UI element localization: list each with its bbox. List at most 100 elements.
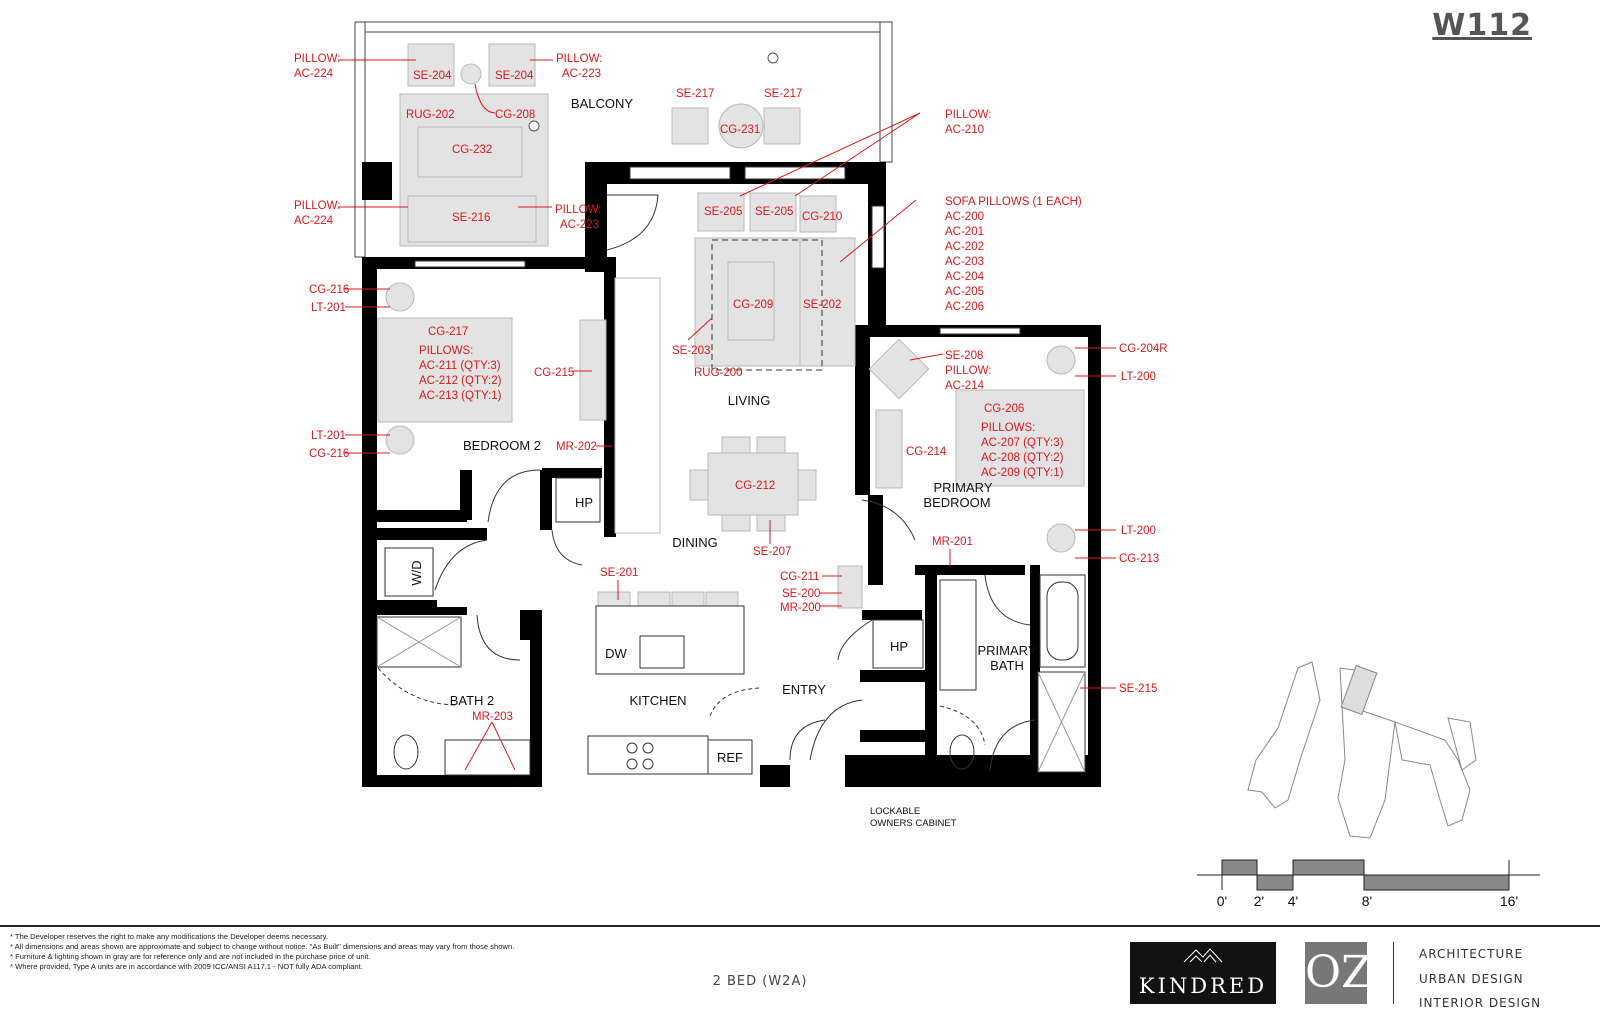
footer-divider [0, 925, 1600, 927]
tag-se203: SE-203 [672, 345, 710, 357]
room-primary-bath-label-2: BATH [990, 658, 1024, 673]
walls [362, 162, 1101, 787]
tag-lt200-b: LT-200 [1121, 525, 1156, 537]
dishwasher-label: DW [605, 646, 627, 661]
tag-sofa-pillows-3: AC-202 [945, 241, 984, 253]
scale-label-4: 16' [1500, 893, 1518, 909]
tag-se200: SE-200 [782, 588, 820, 600]
washer-dryer-label: W/D [409, 560, 424, 585]
tag-cg211: CG-211 [780, 571, 819, 583]
disclaimer-line: * The Developer reserves the right to ma… [10, 932, 328, 941]
tag-mr202: MR-202 [556, 441, 597, 453]
tag-sofa-pillows-2: AC-201 [945, 226, 984, 238]
tag-bed2-pillows-2: AC-212 (QTY:2) [419, 375, 502, 387]
tag-sofa-pillows-5: AC-204 [945, 271, 985, 283]
tag-cg212: CG-212 [735, 480, 775, 492]
doors [377, 194, 1036, 771]
disclaimer-line: * Furniture & lighting shown in gray are… [10, 952, 371, 961]
heat-pump-label-2: HP [890, 639, 908, 654]
tag-primary-pillows-1: AC-207 (QTY:3) [981, 437, 1064, 449]
scale-bar: 0' 2' 4' 8' 16' [1197, 859, 1540, 909]
tag-bed2-pillows-0: PILLOWS: [419, 345, 473, 357]
tag-primary-pillows-2: AC-208 (QTY:2) [981, 452, 1064, 464]
tag-pillow-ac214-2: AC-214 [945, 380, 985, 392]
heat-pump-label: HP [575, 495, 593, 510]
mountain-icon [1183, 948, 1223, 963]
tag-cg232: CG-232 [452, 144, 492, 156]
tag-se204-b: SE-204 [495, 70, 534, 82]
tag-rug200: RUG-200 [694, 367, 743, 379]
room-labels: BALCONY BEDROOM 2 LIVING DINING KITCHEN … [450, 96, 1037, 708]
tag-se216: SE-216 [452, 212, 490, 224]
room-dining-label: DINING [672, 535, 718, 550]
tag-se205-b: SE-205 [755, 206, 793, 218]
tag-mr201: MR-201 [932, 536, 973, 548]
tag-bed2-pillows-3: AC-213 (QTY:1) [419, 390, 502, 402]
tag-se205-a: SE-205 [704, 206, 742, 218]
fixture-labels: W/D HP HP DW REF [409, 495, 908, 775]
tag-sofa-pillows-1: AC-200 [945, 211, 984, 223]
tag-pillow-ac224-a-2: AC-224 [294, 68, 334, 80]
tag-sofa-pillows-7: AC-206 [945, 301, 984, 313]
firm-service-item: URBAN DESIGN [1419, 971, 1524, 986]
tag-pillow-ac223-a-2: AC-223 [562, 68, 601, 80]
scale-label-2: 4' [1288, 893, 1298, 909]
firm-service-item: ARCHITECTURE [1419, 947, 1524, 961]
room-kitchen-label: KITCHEN [629, 693, 686, 708]
tag-pillow-ac224-b-2: AC-224 [294, 215, 334, 227]
tag-pillow-ac224-b-1: PILLOW: [294, 200, 340, 212]
tag-cg209: CG-209 [733, 299, 773, 311]
tag-sofa-pillows-0: SOFA PILLOWS (1 EACH) [945, 196, 1082, 208]
cabinet-note-line-1: LOCKABLE [870, 806, 920, 817]
floor-plan: BALCONY BEDROOM 2 LIVING DINING KITCHEN … [294, 21, 1540, 909]
unit-type-label: 2 BED (W2A) [712, 974, 808, 989]
disclaimer-line: * Where provided, Type A units are in ac… [10, 962, 363, 971]
tag-sofa-pillows-4: AC-203 [945, 256, 984, 268]
tag-se208: SE-208 [945, 350, 983, 362]
tag-pillow-ac223-b-2: AC-223 [560, 219, 599, 231]
tag-lt200-a: LT-200 [1121, 371, 1156, 383]
room-living-label: LIVING [728, 393, 771, 408]
tag-lt201-b: LT-201 [311, 430, 346, 442]
tag-cg210: CG-210 [802, 211, 842, 223]
kindred-logo-text: KINDRED [1138, 974, 1268, 998]
finish-tags: PILLOW: AC-224 PILLOW: AC-223 SE-204 SE-… [294, 53, 1168, 771]
kindred-logo: KINDRED [1130, 942, 1276, 1004]
firm-services: ARCHITECTURE URBAN DESIGN INTERIOR DESIG… [1419, 942, 1541, 1016]
key-plan [1247, 661, 1477, 839]
tag-cg215: CG-215 [534, 367, 574, 379]
tag-primary-pillows-0: PILLOWS: [981, 422, 1035, 434]
disclaimer-notes: * The Developer reserves the right to ma… [10, 932, 514, 972]
tag-mr200: MR-200 [780, 602, 821, 614]
tag-se217-b: SE-217 [764, 88, 802, 100]
firm-service-item: INTERIOR DESIGN [1419, 996, 1542, 1010]
cabinet-note: LOCKABLE OWNERS CABINET [870, 806, 957, 829]
tag-cg231: CG-231 [720, 124, 760, 136]
tag-se201: SE-201 [600, 567, 638, 579]
tag-cg206: CG-206 [984, 403, 1024, 415]
tag-se202: SE-202 [803, 299, 841, 311]
room-entry-label: ENTRY [782, 682, 826, 697]
room-balcony-label: BALCONY [571, 96, 633, 111]
tag-pillow-ac223-a-1: PILLOW: [556, 53, 602, 65]
tag-primary-pillows-3: AC-209 (QTY:1) [981, 467, 1064, 479]
room-primary-bedroom-label-1: PRIMARY [934, 480, 993, 495]
tag-cg208: CG-208 [495, 109, 535, 121]
tag-cg216-b: CG-216 [309, 448, 349, 460]
tag-pillow-ac210-2: AC-210 [945, 124, 984, 136]
scale-label-1: 2' [1254, 893, 1264, 909]
tag-cg217: CG-217 [428, 326, 468, 338]
cabinet-note-line-2: OWNERS CABINET [870, 818, 957, 829]
tag-cg216-a: CG-216 [309, 284, 349, 296]
logo-divider [1393, 942, 1394, 1004]
room-bedroom2-label: BEDROOM 2 [463, 438, 541, 453]
tag-pillow-ac224-a-1: PILLOW: [294, 53, 340, 65]
tag-sofa-pillows-6: AC-205 [945, 286, 984, 298]
tag-se215: SE-215 [1119, 683, 1157, 695]
tag-se217-a: SE-217 [676, 88, 714, 100]
tag-rug202: RUG-202 [406, 109, 455, 121]
room-bath2-label: BATH 2 [450, 693, 495, 708]
tag-lt201-a: LT-201 [311, 302, 346, 314]
tag-mr203: MR-203 [472, 711, 513, 723]
tag-cg214: CG-214 [906, 446, 947, 458]
